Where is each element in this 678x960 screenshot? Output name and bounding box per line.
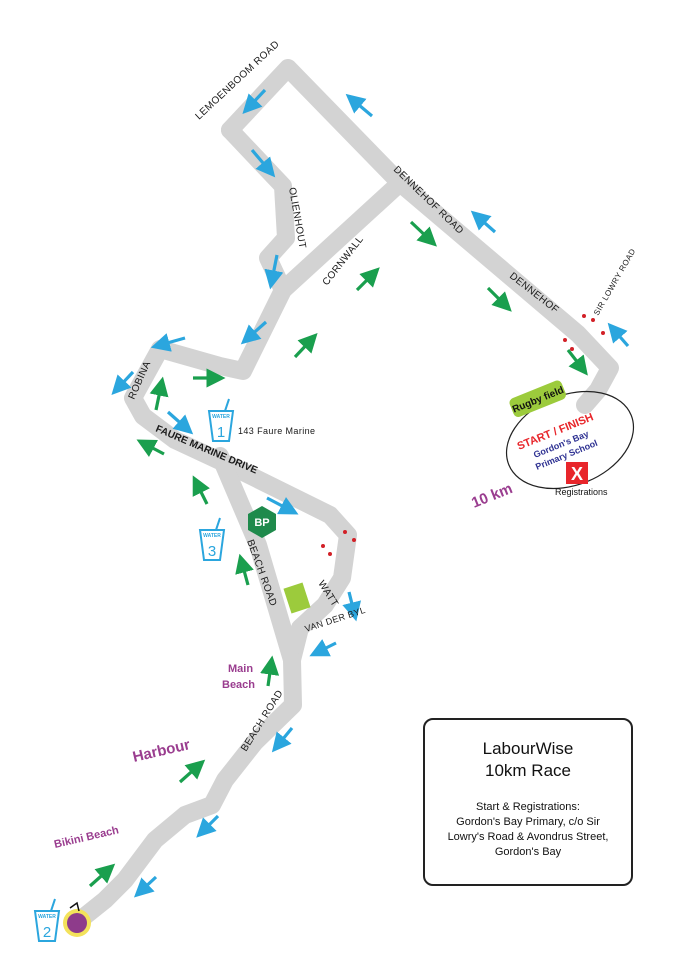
bp-station: BP <box>248 506 276 538</box>
svg-text:WATER: WATER <box>203 533 221 539</box>
place-label-main-beach: Main <box>228 663 253 675</box>
street-label-dennehof-road: DENNEHOF ROAD <box>391 164 466 237</box>
blue-arrow <box>309 639 337 657</box>
green-arrow <box>409 220 437 247</box>
registrations-label: Registrations <box>555 487 608 497</box>
blue-arrow <box>240 320 268 345</box>
street-label-dennehof: DENNEHOF <box>507 271 561 316</box>
start-finish-area: Rugby field START / FINISH Gordon's Bay … <box>505 380 635 497</box>
svg-text:3: 3 <box>208 543 216 560</box>
street-label-sir-lowry-road: SIR LOWRY ROAD <box>592 247 638 317</box>
green-arrow <box>136 439 165 457</box>
race-details: Start & Registrations: Gordon's Bay Prim… <box>447 801 609 858</box>
green-arrow <box>355 267 380 292</box>
green-arrow <box>192 475 210 505</box>
turnaround-arrow-icon <box>69 901 80 912</box>
green-arrow <box>149 376 169 411</box>
road-lemoenboom-loop <box>221 59 619 414</box>
blue-arrow <box>470 210 497 234</box>
green-arrow <box>178 759 206 784</box>
green-arrow <box>566 349 588 376</box>
place-label-main-beach-2: Beach <box>222 679 255 691</box>
water-station-2: WATER 2 <box>33 898 61 942</box>
road-beach-road-upper <box>211 447 301 669</box>
water-station-1: WATER 1 <box>207 398 235 442</box>
rugby-field <box>509 380 566 418</box>
blue-arrow <box>133 875 158 898</box>
blue-arrow <box>345 93 374 118</box>
blue-arrow <box>342 591 361 622</box>
place-label-143-faure-marine: 143 Faure Marine <box>238 426 315 436</box>
svg-text:2: 2 <box>43 924 51 941</box>
svg-text:BP: BP <box>254 517 269 529</box>
blue-arrow <box>266 496 299 515</box>
blue-arrow <box>166 410 194 435</box>
green-arrow <box>260 655 280 687</box>
blue-arrow <box>196 814 220 838</box>
blue-arrow <box>111 370 135 396</box>
road-beach-road-lower <box>71 651 302 929</box>
place-label-bikini-beach: Bikini Beach <box>53 824 120 851</box>
road-cornwall-robina <box>124 281 357 669</box>
road-olienhout <box>221 121 295 299</box>
svg-text:WATER: WATER <box>212 414 230 420</box>
turnaround-marker <box>63 901 91 937</box>
green-arrow <box>88 863 116 888</box>
blue-arrow <box>271 726 294 753</box>
svg-text:1: 1 <box>217 424 225 441</box>
green-arrows <box>88 220 588 888</box>
water-station-3: WATER 3 <box>198 517 226 561</box>
blue-arrow <box>242 88 267 114</box>
place-label-harbour: Harbour <box>131 736 192 766</box>
blue-arrow <box>607 322 630 348</box>
distance-label: 10 km <box>469 480 515 512</box>
green-arrow <box>486 286 512 312</box>
blue-arrow <box>264 254 284 290</box>
green-arrow <box>235 553 254 586</box>
blue-arrows <box>111 88 630 898</box>
parking-area <box>283 582 311 614</box>
blue-arrow <box>250 148 276 178</box>
race-info-box: LabourWise 10km Race Start & Registratio… <box>423 718 633 886</box>
road-cornwall <box>274 174 409 299</box>
svg-text:WATER: WATER <box>38 914 56 920</box>
registrations-marker: X <box>566 462 588 484</box>
green-arrow <box>293 333 318 359</box>
registration-x-icon: X <box>571 464 583 484</box>
race-title: LabourWise 10km Race <box>482 739 574 780</box>
marshal-dots <box>321 314 605 556</box>
blue-arrow <box>150 333 186 352</box>
